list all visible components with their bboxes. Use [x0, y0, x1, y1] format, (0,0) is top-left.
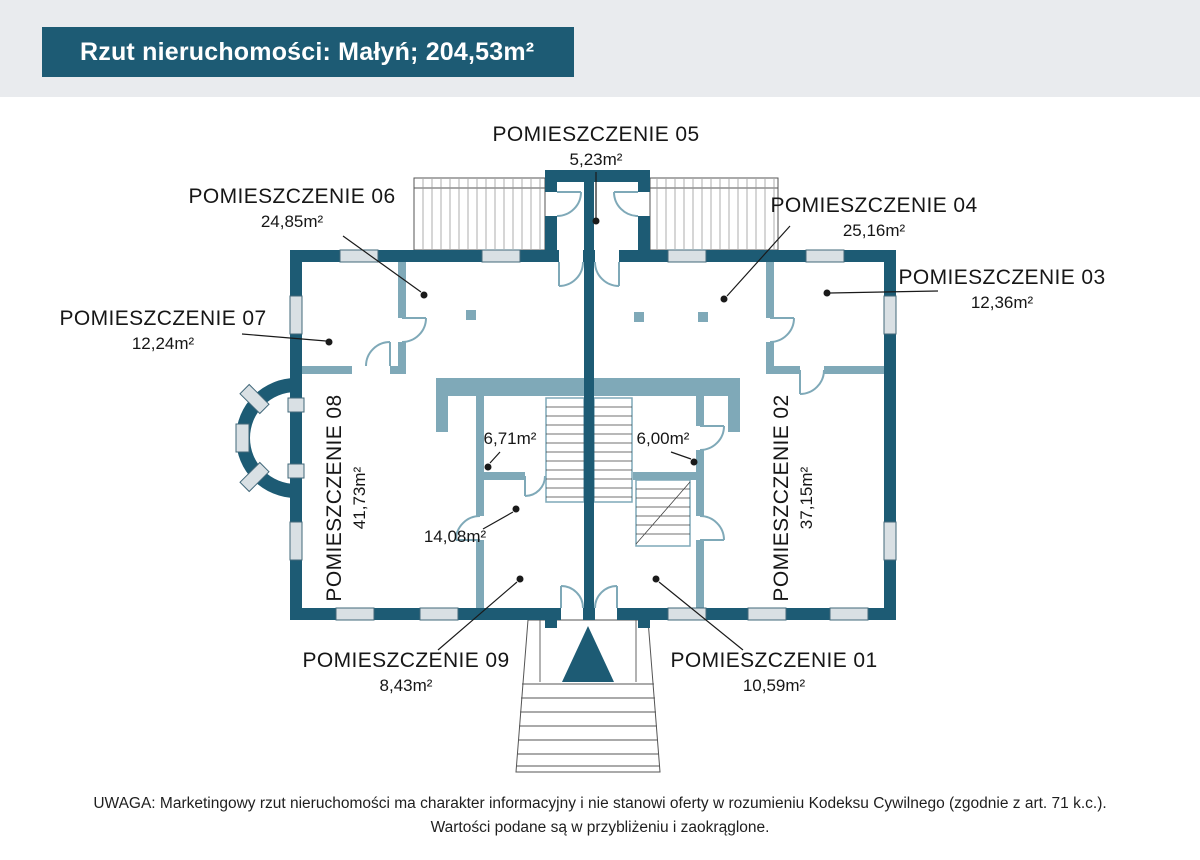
entrance-stairs-outline	[515, 619, 661, 773]
disclaimer-line-2: Wartości podane są w przybliżeniu i zaok…	[430, 819, 770, 836]
outer-walls	[290, 170, 896, 628]
bay-window-pane	[235, 423, 250, 453]
room-05-area: 5,23m²	[570, 150, 623, 169]
inner-room-600-area: 6,00m²	[637, 429, 690, 448]
leader-dot-inner-671	[484, 463, 492, 471]
leader-dot-room-05	[592, 217, 600, 225]
leader-dot-inner-600	[690, 458, 698, 466]
leader-dot-room-03	[823, 289, 831, 297]
room-06-label: POMIESZCZENIE 06	[188, 185, 395, 208]
entrance-stairs-treads	[516, 620, 660, 767]
room-08-area: 41,73m²	[350, 466, 369, 529]
room-02-label: POMIESZCZENIE 02	[770, 394, 793, 601]
room-09-label: POMIESZCZENIE 09	[302, 649, 509, 672]
disclaimer-line-1: UWAGA: Marketingowy rzut nieruchomości m…	[93, 795, 1107, 812]
room-01-area: 10,59m²	[743, 676, 806, 695]
bay-window	[235, 378, 296, 498]
room-04-label: POMIESZCZENIE 04	[770, 194, 977, 217]
room-06-area: 24,85m²	[261, 212, 324, 231]
room-labels: POMIESZCZENIE 05 5,23m² POMIESZCZENIE 06…	[59, 123, 1105, 695]
leader-dot-room-04	[720, 295, 728, 303]
disclaimer: UWAGA: Marketingowy rzut nieruchomości m…	[0, 792, 1200, 840]
leader-dot-room-07	[325, 338, 333, 346]
leader-dot-room-01	[652, 575, 660, 583]
entrance-stairs	[515, 619, 661, 773]
door-swings	[365, 191, 825, 609]
room-02-area: 37,15m²	[797, 466, 816, 529]
leader-line-paths	[241, 172, 939, 651]
leader-dot-room-06	[420, 291, 428, 299]
page-title: Rzut nieruchomości: Małyń; 204,53m²	[80, 37, 535, 66]
room-03-label: POMIESZCZENIE 03	[898, 266, 1105, 289]
leader-dot-room-09	[516, 575, 524, 583]
room-07-label: POMIESZCZENIE 07	[59, 307, 266, 330]
leader-dot-inner-1408	[512, 505, 520, 513]
inner-room-1408-area: 14,08m²	[424, 527, 487, 546]
room-04-area: 25,16m²	[843, 221, 906, 240]
bay-wall	[236, 378, 296, 498]
room-03-area: 12,36m²	[971, 293, 1034, 312]
terrace-railing-hatch	[422, 179, 775, 249]
bay-window-pane	[239, 461, 270, 493]
bay-window-pane	[239, 383, 270, 415]
room-05-label: POMIESZCZENIE 05	[492, 123, 699, 146]
inner-room-671-area: 6,71m²	[484, 429, 537, 448]
room-07-area: 12,24m²	[132, 334, 195, 353]
leader-lines	[241, 172, 939, 651]
room-09-area: 8,43m²	[380, 676, 433, 695]
room-08-label: POMIESZCZENIE 08	[323, 394, 346, 601]
room-01-label: POMIESZCZENIE 01	[670, 649, 877, 672]
title-box: Rzut nieruchomości: Małyń; 204,53m²	[42, 27, 575, 77]
entrance-arrow	[562, 626, 614, 682]
header-strip: Rzut nieruchomości: Małyń; 204,53m²	[0, 0, 1200, 97]
